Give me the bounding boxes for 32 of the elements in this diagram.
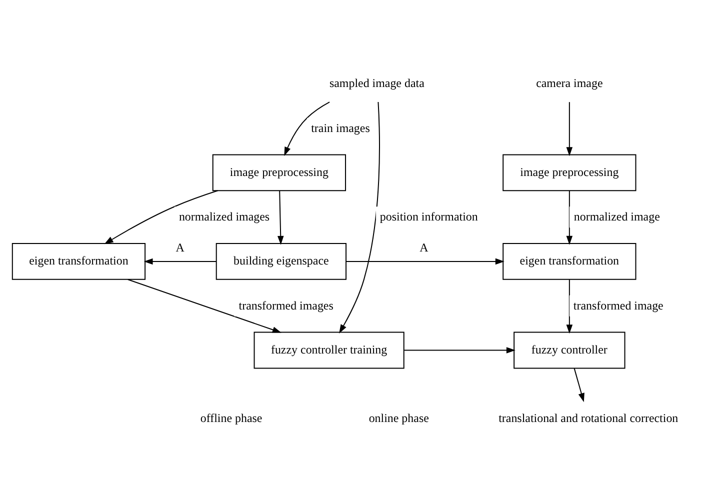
edge-label: normalized images xyxy=(178,209,270,224)
node-box: eigen transformation xyxy=(12,242,146,280)
node-text: camera image xyxy=(536,76,603,90)
arrow xyxy=(339,101,380,333)
edge-label: position information xyxy=(380,209,478,224)
node-box: building eigenspace xyxy=(216,242,347,280)
edge-label: transformed image xyxy=(573,298,664,312)
label: offline phase xyxy=(200,410,262,425)
node-text: translational and rotational correction xyxy=(498,410,678,425)
edge-label: normalized image xyxy=(574,209,660,224)
node-box: image preprocessing xyxy=(502,154,636,191)
arrow xyxy=(566,278,573,334)
arrow xyxy=(144,258,217,264)
edge-label: A xyxy=(420,240,428,254)
arrow xyxy=(277,190,284,244)
arrow xyxy=(566,101,573,156)
arrow xyxy=(404,346,516,353)
arrow xyxy=(104,190,218,244)
arrow xyxy=(127,278,282,332)
arrow xyxy=(574,367,584,402)
label: online phase xyxy=(368,410,429,425)
edge-label: transformed images xyxy=(238,298,334,312)
node-box: image preprocessing xyxy=(212,154,346,191)
node-box: eigen transformation xyxy=(502,242,636,280)
edge-label: A xyxy=(176,240,184,254)
node-box: fuzzy controller xyxy=(514,331,626,368)
node-box: fuzzy controller training xyxy=(254,331,404,368)
node-text: sampled image data xyxy=(329,76,424,90)
arrow xyxy=(566,190,573,244)
edge-label: train images xyxy=(311,120,370,134)
arrow xyxy=(284,101,330,156)
arrow xyxy=(346,258,504,264)
